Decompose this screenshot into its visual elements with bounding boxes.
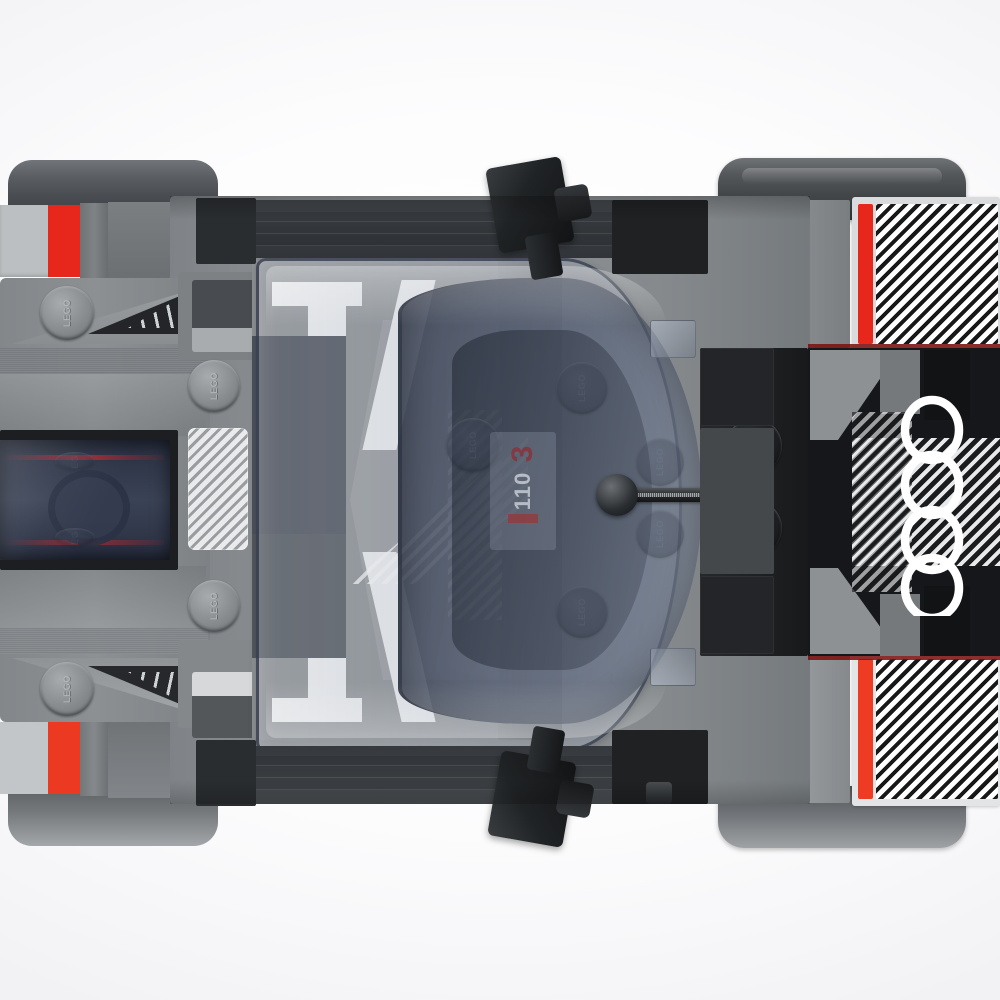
stud-text: LEGO <box>655 520 665 548</box>
cockpit-stud-d: LEGO <box>636 438 684 486</box>
windscreen-highlight-2 <box>266 682 666 738</box>
headlight-glass-sheen <box>0 440 170 560</box>
headlight-stud-b: LEGO <box>55 528 95 546</box>
cockpit-stud-c: LEGO <box>556 586 608 638</box>
shoulder-block-front-bottom <box>196 740 256 806</box>
front-wheel-red-stripe-upper <box>48 205 80 277</box>
body-stud-upper-1: LEGO <box>188 360 240 412</box>
windscreen-highlight-1 <box>266 266 666 326</box>
side-mirror-bottom-arm <box>555 779 595 819</box>
stud-text: LEGO <box>62 299 72 327</box>
headlight-red-accent-top <box>4 455 164 460</box>
stud-text: LEGO <box>468 431 478 459</box>
rear-wheel-red-stripe-upper <box>858 204 873 344</box>
stud-text: LEGO <box>577 374 587 402</box>
car-code: 110 <box>510 471 535 511</box>
shoulder-block-top <box>612 200 708 274</box>
rear-wheel-hatch-lower <box>876 659 998 799</box>
front-wheel-hub-lower <box>80 720 108 796</box>
canopy-clip-bottom <box>650 648 696 686</box>
steering-bar-knurl <box>628 493 728 497</box>
rear-tile-middle <box>700 428 774 574</box>
front-fender-stud-lower: LEGO <box>40 662 94 716</box>
stud-text: LEGO <box>577 598 587 626</box>
rear-wheel-red-stripe-lower <box>858 659 873 799</box>
headlight-inner-ring <box>48 470 130 546</box>
rear-pin-nub <box>646 782 672 804</box>
roof-spine-top-lines <box>210 212 680 246</box>
rear-tail-edge-top <box>808 344 1000 348</box>
rear-tile-top <box>700 348 774 426</box>
decal-red-bar <box>508 514 538 523</box>
stud-text: LEGO <box>62 675 72 703</box>
nose-panel-upper <box>0 374 206 436</box>
nose-texture-top <box>0 348 208 374</box>
body-stud-lower-1: LEGO <box>188 580 240 632</box>
front-fender-stud-upper: LEGO <box>40 286 94 340</box>
rear-wheel-hatch-upper <box>876 204 998 344</box>
side-mirror-top-arm <box>553 183 593 223</box>
steering-ball-left <box>596 474 638 516</box>
rear-wheel-upper-highlight <box>742 168 942 184</box>
front-wheel-red-stripe-lower <box>48 722 80 794</box>
rear-bar-black-bottom <box>924 586 970 656</box>
nose-texture-bottom <box>0 628 208 654</box>
rear-tail-edge-bottom <box>808 656 1000 660</box>
rear-tile-bottom <box>700 576 774 654</box>
cockpit-stud-e: LEGO <box>636 510 684 558</box>
headlight-stud-a: LEGO <box>55 452 95 470</box>
stud-text: LEGO <box>209 592 219 620</box>
cockpit-stud-a: LEGO <box>446 418 500 472</box>
under-glass-decal: 3 110 <box>490 432 556 550</box>
canopy-clip-top <box>650 320 696 358</box>
shoulder-block-front-top <box>196 198 256 264</box>
audi-four-rings-logo <box>884 390 980 616</box>
roof-spine-bottom-lines <box>210 756 680 790</box>
rear-hatch-block-2 <box>852 412 912 592</box>
side-hatch-tile-upper <box>188 428 248 550</box>
front-wheel-hub-upper <box>80 203 108 279</box>
stud-text: LEGO <box>209 372 219 400</box>
nose-panel-lower <box>0 566 206 628</box>
stud-text: LEGO <box>655 448 665 476</box>
cockpit-stud-b: LEGO <box>556 362 608 414</box>
